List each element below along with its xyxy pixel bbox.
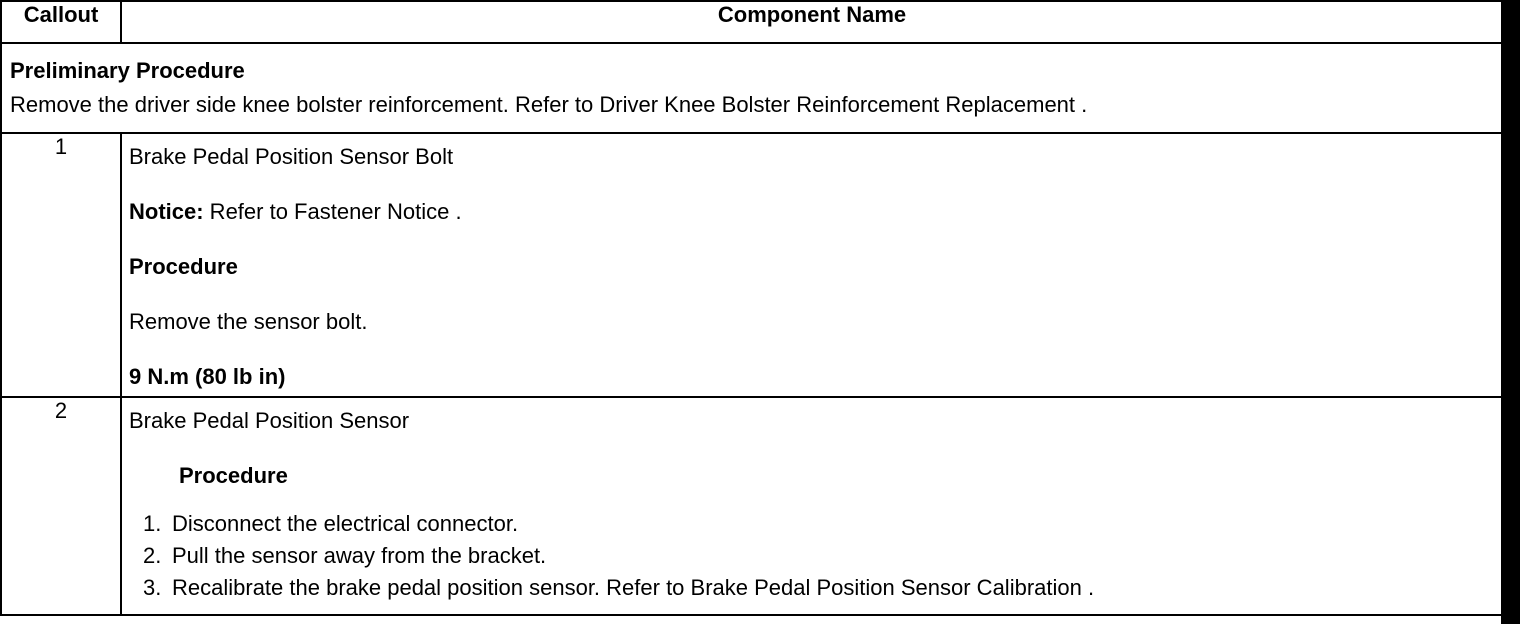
component-name: Brake Pedal Position Sensor — [129, 408, 410, 433]
table-row: 2 Brake Pedal Position Sensor Procedure … — [0, 396, 1504, 616]
component-cell: Brake Pedal Position Sensor Bolt Notice:… — [120, 132, 1504, 398]
step-text: Pull the sensor away from the bracket. — [172, 543, 547, 568]
torque-spec: 9 N.m (80 lb in) — [129, 364, 286, 389]
procedure-label: Procedure — [129, 254, 238, 279]
notice-label: Notice: — [129, 199, 204, 224]
step-text: Disconnect the electrical connector. — [172, 511, 519, 536]
table-header-row: Callout Component Name — [0, 0, 1504, 44]
list-item: 1. Disconnect the electrical connector. — [122, 508, 1502, 540]
notice-line: Notice: Refer to Fastener Notice . — [122, 189, 1502, 244]
component-cell: Brake Pedal Position Sensor Procedure 1.… — [120, 396, 1504, 616]
component-table: Callout Component Name Preliminary Proce… — [0, 0, 1504, 616]
preliminary-title: Preliminary Procedure — [10, 58, 245, 83]
step-number: 2. — [143, 543, 162, 568]
header-callout: Callout — [0, 0, 122, 44]
step-number: 3. — [143, 575, 162, 600]
table-row: 1 Brake Pedal Position Sensor Bolt Notic… — [0, 132, 1504, 398]
list-item: 2. Pull the sensor away from the bracket. — [122, 540, 1502, 572]
procedure-label: Procedure — [179, 463, 288, 488]
header-component-name: Component Name — [120, 0, 1504, 44]
step-text: Recalibrate the brake pedal position sen… — [172, 575, 1095, 600]
preliminary-row: Preliminary Procedure Remove the driver … — [0, 42, 1504, 134]
list-item: 3. Recalibrate the brake pedal position s… — [122, 572, 1502, 604]
component-name: Brake Pedal Position Sensor Bolt — [129, 144, 454, 169]
procedure-steps: 1. Disconnect the electrical connector. 2… — [122, 508, 1502, 604]
callout-number: 2 — [0, 396, 122, 616]
procedure-text: Remove the sensor bolt. — [129, 309, 368, 334]
callout-number: 1 — [0, 132, 122, 398]
preliminary-text: Remove the driver side knee bolster rein… — [10, 92, 1088, 117]
preliminary-cell: Preliminary Procedure Remove the driver … — [0, 42, 1504, 134]
step-number: 1. — [143, 511, 162, 536]
notice-text: Refer to Fastener Notice . — [203, 199, 462, 224]
page-edge-bar — [1501, 0, 1520, 624]
